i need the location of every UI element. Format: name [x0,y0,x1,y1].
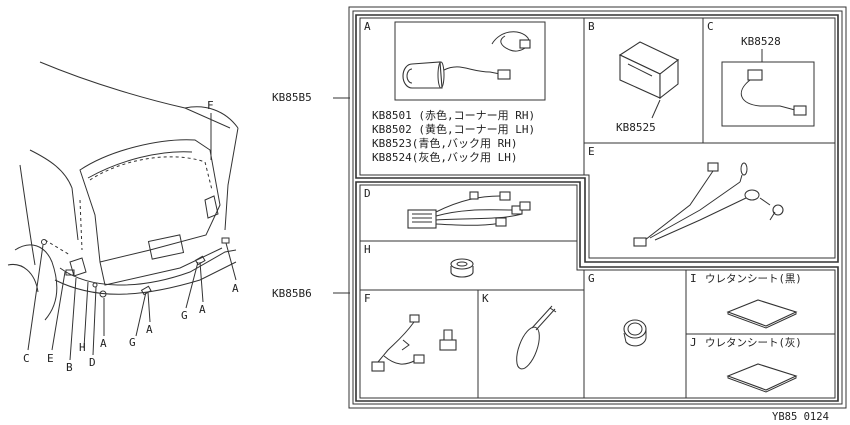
kit-label-kb85b6: KB85B6 [272,287,312,300]
callout-C: C [23,352,30,365]
cell-C-part-frame [721,61,815,127]
cell-letter-B: B [588,20,595,33]
callout-A-right: A [232,282,239,295]
clip-ring-part [623,319,647,347]
urethane-sheet-black-part [726,299,798,327]
cell-A-line-4: KB8524(灰色,バック用 LH) [372,150,517,164]
cell-J-label: ウレタンシート(灰) [705,336,802,349]
cell-letter-C: C [707,20,714,33]
cell-letter-I: I [690,272,697,285]
callout-B: B [66,361,73,374]
cell-A-line-1: KB8501 (赤色,コーナー用 RH) [372,108,535,122]
cell-B-part-number: KB8525 [616,121,656,134]
callout-G-right: G [181,309,188,322]
sub-harness-part [740,69,807,116]
callout-D: D [89,356,96,369]
kit-label-kb85b5: KB85B5 [272,91,312,104]
callout-G-left: G [129,336,136,349]
main-harness-part [633,162,784,247]
callout-F: F [207,99,214,112]
cell-letter-K: K [482,292,489,305]
vehicle-rear-view [7,61,239,361]
cable-tie-part [516,305,557,370]
cell-letter-G: G [588,272,595,285]
cell-A-part-frame [394,21,546,101]
callout-A-left: A [100,337,107,350]
callout-A-low: A [146,323,153,336]
cell-A-line-3: KB8523(青色,バック用 RH) [372,136,517,150]
control-unit-part [618,41,680,119]
cell-letter-A: A [364,20,371,33]
cell-C-part-number: KB8528 [741,35,781,48]
callout-H: H [79,341,86,354]
cell-A-line-2: KB8502 (黄色,コーナー用 LH) [372,122,535,136]
corner-sensor-part [402,31,531,89]
grommet-part [450,258,474,278]
cell-letter-F: F [364,292,371,305]
parts-frame [348,6,847,409]
diagram-code: YB85 0124 [772,411,829,423]
callout-A-mid: A [199,303,206,316]
cell-letter-D: D [364,187,371,200]
extension-harness-part [371,314,457,372]
cell-letter-H: H [364,243,371,256]
sensor-harness-part [407,191,531,229]
callout-E: E [47,352,54,365]
cell-letter-J: J [690,336,697,349]
urethane-sheet-gray-part [726,363,798,391]
cell-letter-E: E [588,145,595,158]
cell-I-label: ウレタンシート(黒) [705,273,802,285]
